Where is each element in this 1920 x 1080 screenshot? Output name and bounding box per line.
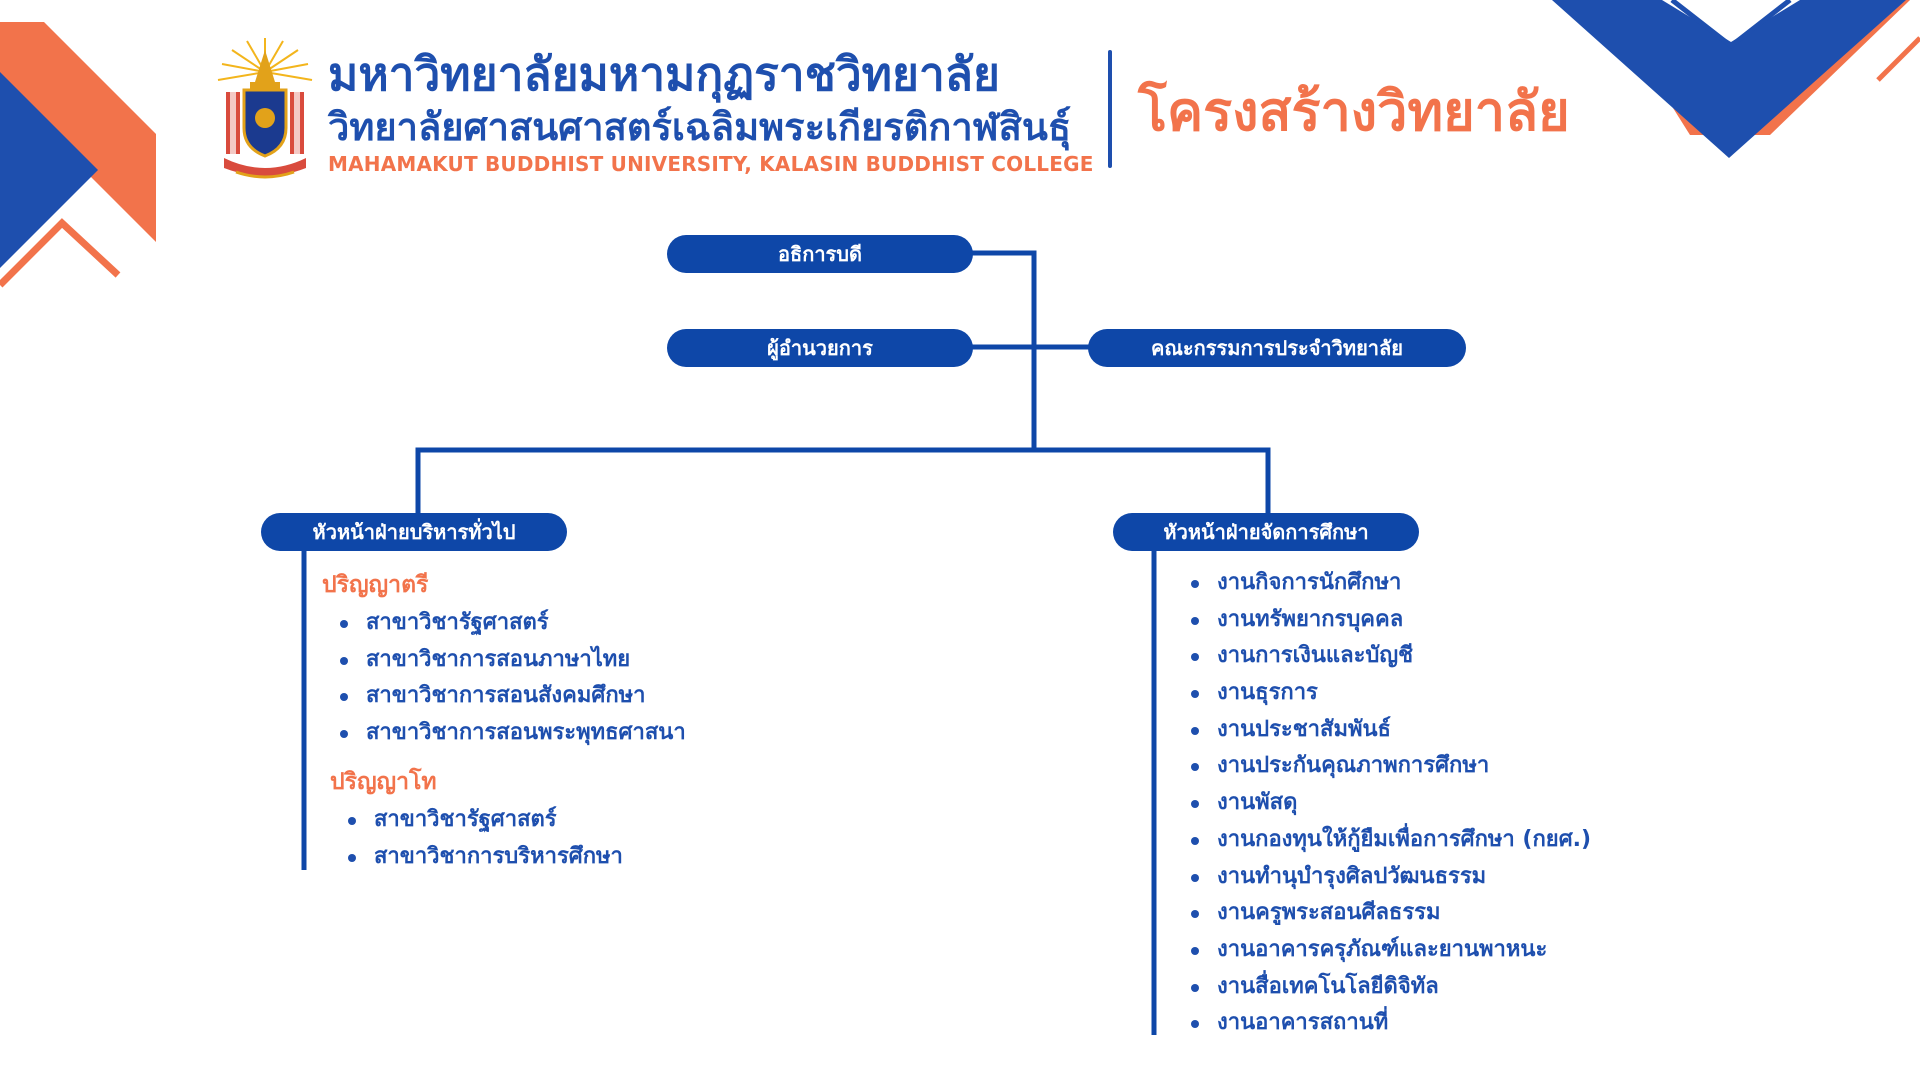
list-item: สาขาวิชาการบริหารศึกษา [344,839,623,876]
bullet-icon [1191,653,1199,662]
list-item: งานกิจการนักศึกษา [1187,565,1591,602]
right-blue-thin-line [1670,0,1792,50]
academic-affairs-head-box: หัวหน้าฝ่ายจัดการศึกษา [1113,513,1419,551]
list-item: สาขาวิชารัฐศาสตร์ [336,605,686,642]
list-item-label: งานอาคารครุภัณฑ์และยานพาหนะ [1217,936,1548,962]
list-item: งานครูพระสอนศีลธรรม [1187,895,1591,932]
list-item-label: สาขาวิชาการสอนสังคมศึกษา [366,683,646,709]
list-item: งานประกันคุณภาพการศึกษา [1187,748,1591,785]
list-item-label: สาขาวิชารัฐศาสตร์ [366,610,549,635]
page-title: โครงสร้างวิทยาลัย [1138,80,1570,143]
bullet-icon [1191,690,1199,699]
bullet-icon [340,693,348,702]
list-item-label: งานครูพระสอนศีลธรรม [1217,900,1441,926]
list-item: งานประชาสัมพันธ์ [1187,712,1591,749]
list-item-label: งานทำนุบำรุงศิลปวัฒนธรรม [1217,863,1487,889]
list-item: งานพัสดุ [1187,785,1591,822]
bullet-icon [1191,910,1199,919]
list-item-label: สาขาวิชาการสอนภาษาไทย [366,646,631,672]
rector-box: อธิการบดี [667,235,973,273]
master-program-list: สาขาวิชารัฐศาสตร์ สาขาวิชาการบริหารศึกษา [344,802,623,875]
master-heading: ปริญญาโท [330,769,437,795]
bullet-icon [1191,726,1199,735]
bullet-icon [1191,983,1199,992]
list-item: สาขาวิชาการสอนพระพุทธศาสนา [336,715,686,752]
bullet-icon [348,817,356,825]
bachelor-program-list: สาขาวิชารัฐศาสตร์ สาขาวิชาการสอนภาษาไทย … [336,605,686,752]
bullet-icon [348,853,356,862]
college-name-english: MAHAMAKUT BUDDHIST UNIVERSITY, KALASIN B… [328,152,1094,176]
bullet-icon [1191,873,1199,882]
bullet-icon [340,730,348,739]
list-item: งานกองทุนให้กู้ยืมเพื่อการศึกษา (กยศ.) [1187,822,1591,859]
bullet-icon [340,656,348,665]
right-white-notch [1662,0,1800,42]
bullet-icon [1191,763,1199,772]
college-name-thai: วิทยาลัยศาสนศาสตร์เฉลิมพระเกียรติกาฬสินธ… [328,105,1072,149]
list-item-label: งานทรัพยากรบุคคล [1217,606,1404,632]
right-orange-thin-line [1876,36,1920,82]
list-item: งานสื่อเทคโนโลยีดิจิทัล [1187,969,1591,1006]
list-item: งานอาคารสถานที่ [1187,1005,1591,1042]
list-item-label: งานอาคารสถานที่ [1217,1010,1389,1036]
list-item-label: สาขาวิชาการบริหารศึกษา [374,843,623,869]
right-blue-chevron [1552,0,1906,158]
list-item-label: งานประกันคุณภาพการศึกษา [1217,753,1490,779]
bullet-icon [1191,836,1199,845]
list-item: งานการเงินและบัญชี [1187,638,1591,675]
branch-connector [415,447,1271,513]
rector-connector [968,250,1037,450]
bullet-icon [1191,800,1199,809]
bullet-icon [1191,946,1199,955]
general-admin-head-box: หัวหน้าฝ่ายบริหารทั่วไป [261,513,567,551]
left-orange-chevron [0,218,121,288]
university-emblem-icon [217,38,313,179]
college-committee-box: คณะกรรมการประจำวิทยาลัย [1088,329,1466,367]
list-item-label: งานกองทุนให้กู้ยืมเพื่อการศึกษา (กยศ.) [1217,826,1592,852]
page-header: มหาวิทยาลัยมหามกุฏราชวิทยาลัย วิทยาลัยศา… [210,30,1610,180]
bullet-icon [1191,1020,1199,1029]
list-item: งานธุรการ [1187,675,1591,712]
list-item-label: สาขาวิชารัฐศาสตร์ [374,807,557,832]
list-item: งานอาคารครุภัณฑ์และยานพาหนะ [1187,932,1591,969]
left-orange-stripe [0,22,156,242]
list-item-label: งานกิจการนักศึกษา [1217,570,1402,595]
list-item-label: สาขาวิชาการสอนพระพุทธศาสนา [366,720,686,746]
list-item-label: งานธุรการ [1217,680,1318,706]
list-item: สาขาวิชารัฐศาสตร์ [344,802,623,839]
list-item: สาขาวิชาการสอนภาษาไทย [336,642,686,679]
bullet-icon [1191,616,1199,625]
director-box: ผู้อำนวยการ [667,329,973,367]
header-divider [1108,50,1112,168]
university-name-thai: มหาวิทยาลัยมหามกุฏราชวิทยาลัย [328,47,1000,101]
list-item-label: งานสื่อเทคโนโลยีดิจิทัล [1217,973,1439,999]
academic-work-unit-list: งานกิจการนักศึกษา งานทรัพยากรบุคคล งานกา… [1187,565,1591,1042]
list-item-label: งานการเงินและบัญชี [1217,643,1414,669]
list-item: งานทรัพยากรบุคคล [1187,602,1591,639]
bachelor-heading: ปริญญาตรี [322,572,429,598]
left-blue-stripe [0,72,98,268]
list-item-label: งานประชาสัมพันธ์ [1217,716,1391,742]
list-item-label: งานพัสดุ [1217,790,1298,816]
bullet-icon [1191,580,1199,588]
bullet-icon [340,620,348,628]
list-item: สาขาวิชาการสอนสังคมศึกษา [336,678,686,715]
list-item: งานทำนุบำรุงศิลปวัฒนธรรม [1187,859,1591,896]
